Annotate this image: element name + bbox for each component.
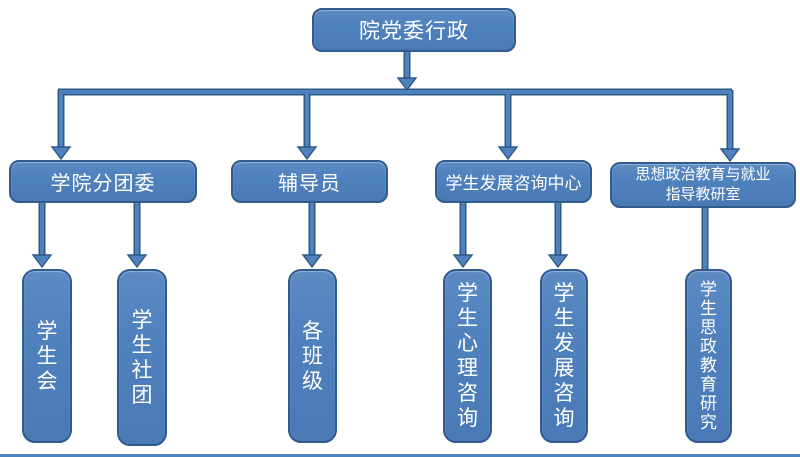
bottom-border-strip	[0, 454, 800, 457]
node-league-committee: 学院分团委	[9, 160, 197, 203]
node-label-line2: 指导教研室	[665, 187, 741, 203]
node-ideology-research: 学生思政教育研究	[685, 269, 732, 443]
node-ideology-employment-office: 思想政治教育与就业 指导教研室	[610, 162, 796, 208]
arrowheads	[31, 77, 741, 269]
node-label-line1: 思想政治教育与就业	[635, 167, 771, 183]
node-development-counseling: 学生发展咨询	[540, 269, 588, 443]
node-student-union: 学生会	[22, 269, 72, 443]
connector-cores	[40, 52, 732, 270]
node-label: 院党委行政	[359, 19, 469, 43]
node-label: 学生发展咨询中心	[445, 174, 582, 193]
node-psych-counseling: 学生心理咨询	[443, 269, 492, 443]
node-development-center: 学生发展咨询中心	[435, 160, 592, 203]
node-label: 辅导员	[278, 173, 341, 195]
node-counselor: 辅导员	[231, 160, 388, 203]
node-classes: 各班级	[288, 269, 337, 443]
node-student-clubs: 学生社团	[117, 269, 167, 446]
node-label: 学院分团委	[50, 173, 156, 195]
node-party-committee-admin: 院党委行政	[312, 8, 516, 52]
